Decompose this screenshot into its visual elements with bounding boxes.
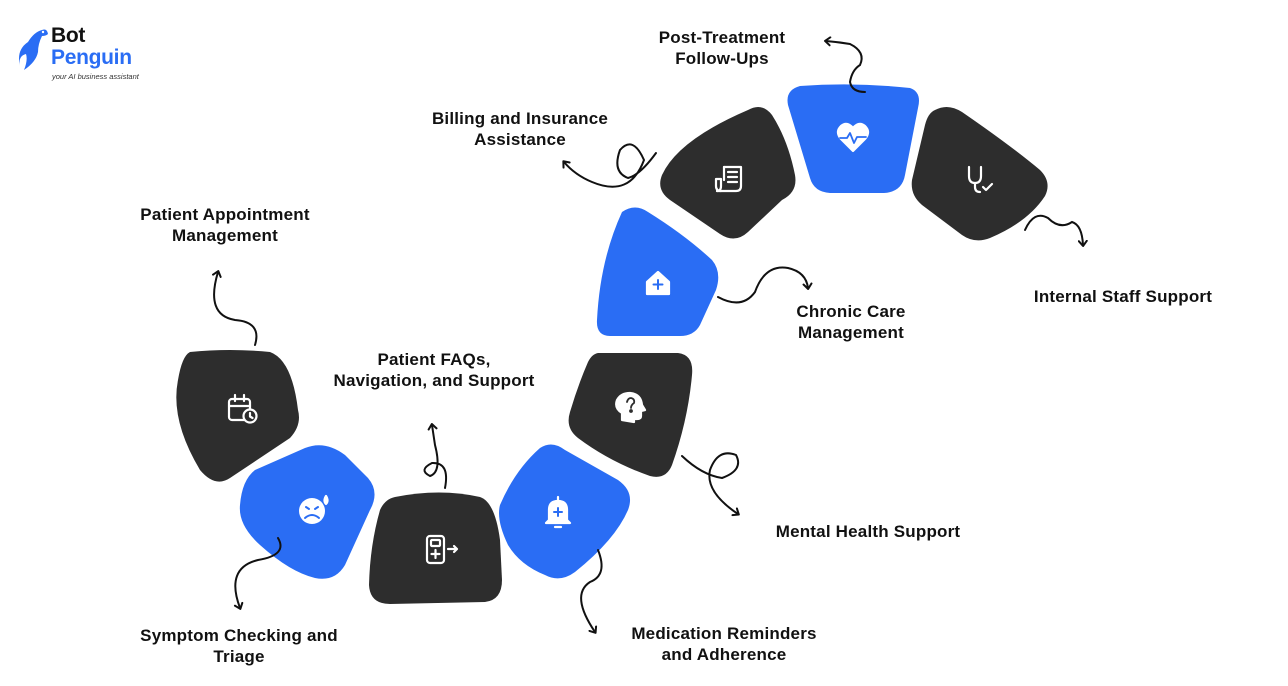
connector-chronic [717,266,813,304]
connector-medication [580,549,603,634]
calendar-clock-icon [227,393,258,424]
connector-mental [681,452,740,517]
head-question-icon [615,391,647,424]
label-faqs: Patient FAQs,Navigation, and Support [333,350,535,390]
step-tile-faqs [369,492,502,604]
step-tile-appointment [176,350,299,482]
connector-billing [562,143,657,188]
label-mental: Mental Health Support [775,522,961,541]
stethoscope-check-icon [967,165,994,194]
heart-pulse-icon [836,122,870,153]
connector-appointment [212,270,258,346]
kiosk-navigation-icon [425,534,459,565]
bell-plus-icon [544,495,572,529]
hospital-icon [645,270,671,296]
penguin-icon [19,29,48,70]
connector-faqs [423,423,448,489]
logo-wordmark-penguin: Penguin [51,46,132,69]
connector-followup [824,36,866,93]
sick-face-icon [299,494,329,524]
logo-wordmark-bot: Bot [51,24,86,47]
step-tile-staff [911,106,1048,241]
label-staff: Internal Staff Support [1033,287,1213,306]
logo-tagline: your AI business assistant [52,72,139,81]
bot-penguin-logo: Bot Penguin your AI business assistant [18,22,158,84]
connector-symptom [233,537,282,610]
receipt-icon [714,165,743,193]
connector-staff [1024,214,1088,247]
